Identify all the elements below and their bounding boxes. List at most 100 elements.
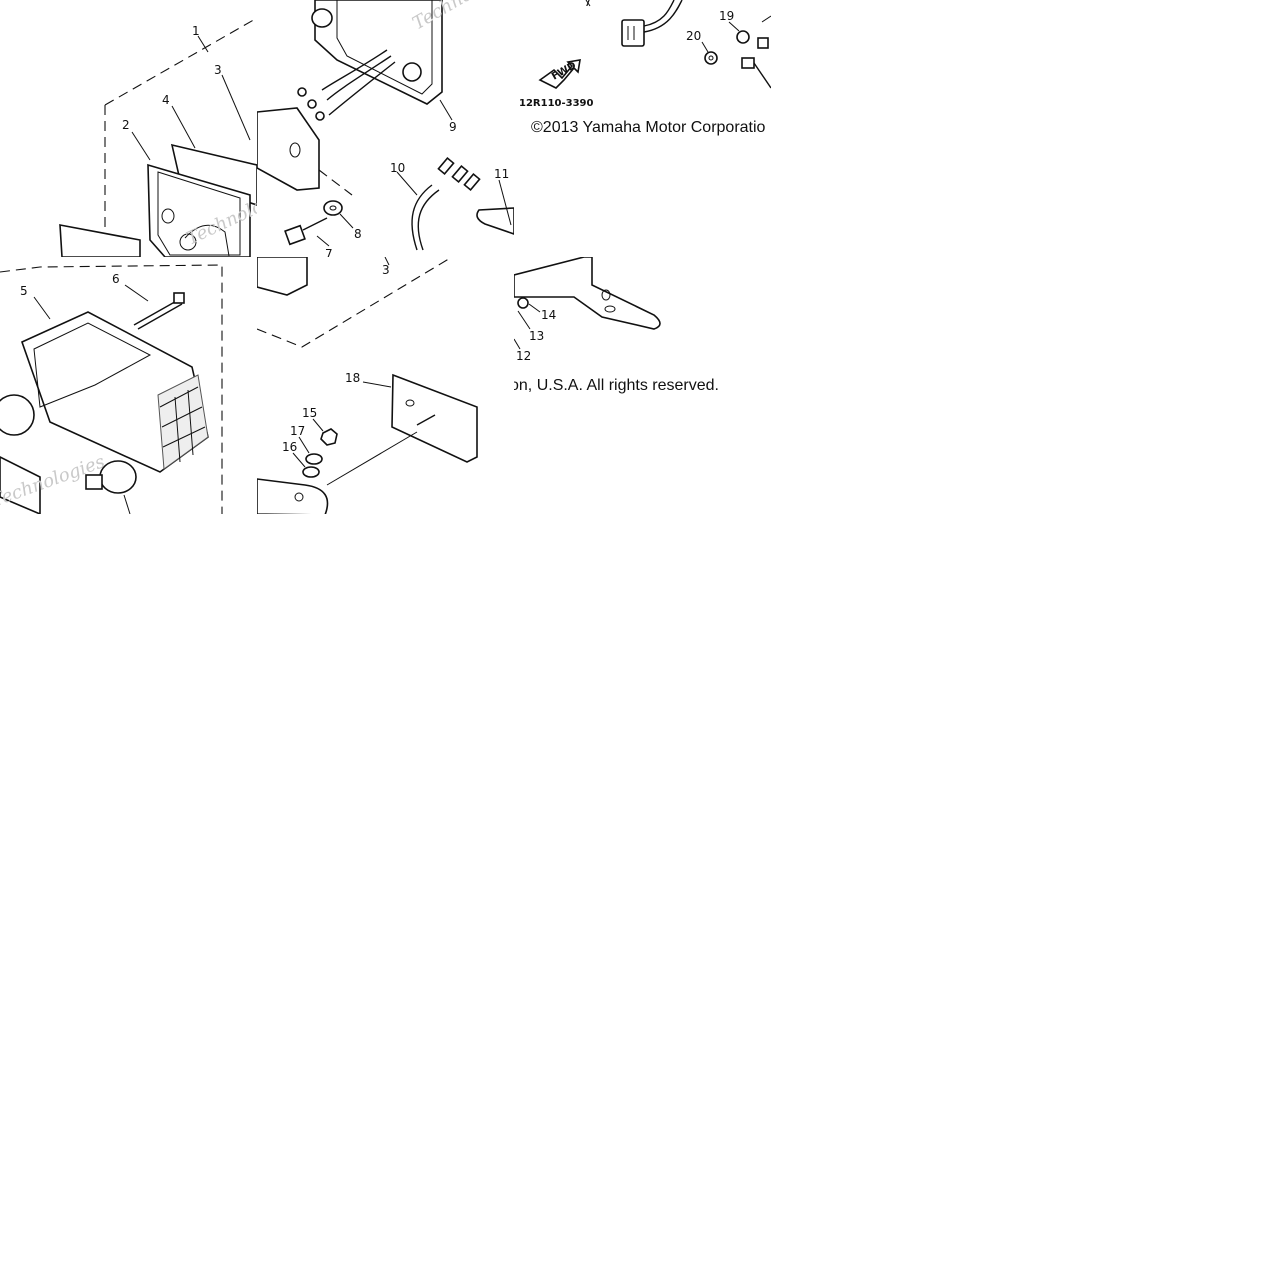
connector-c (463, 172, 481, 192)
assembly-line (326, 431, 418, 486)
leader-14 (528, 303, 541, 313)
boss-right (402, 62, 422, 82)
label-8: 8 (354, 227, 362, 241)
assembly-boundary (257, 257, 453, 348)
assembly-boundary (0, 264, 223, 514)
tile-bottom-middle: 3 18 15 17 16 (257, 257, 514, 514)
connector-wire-2 (643, 0, 683, 33)
leader-18 (362, 381, 392, 388)
bracket-edge (761, 15, 771, 23)
diagram-lamp-body: 5 6 Technologies (0, 264, 223, 514)
label-11: 11 (494, 167, 509, 181)
label-5: 5 (20, 284, 28, 298)
grommet-14 (517, 297, 529, 309)
label-2: 2 (122, 118, 130, 132)
nut-20 (704, 51, 718, 65)
washer-16 (302, 466, 320, 478)
lens-cover (157, 374, 209, 470)
leader-12 (514, 338, 521, 350)
tile-bottom-left: 5 6 Technologies (0, 257, 257, 514)
leader-19 (728, 21, 740, 32)
leader-3 (384, 257, 390, 266)
leader-bulb (123, 494, 131, 514)
terminal-3 (315, 111, 325, 121)
washer-hole (329, 205, 337, 211)
lens-grid-3 (162, 426, 206, 448)
lens-grid-1 (159, 386, 199, 408)
leader-1 (197, 35, 209, 53)
leader-5 (33, 296, 51, 320)
leader-4 (171, 105, 196, 149)
lens-grid-2 (161, 406, 203, 428)
wire-3 (328, 61, 396, 116)
assembly-boundary-top (104, 17, 257, 106)
fwd-arrow-icon (538, 59, 581, 89)
lamp-opening (33, 322, 152, 408)
reflector-hole (405, 399, 415, 407)
label-17: 17 (290, 424, 305, 438)
assembly-boundary (318, 169, 353, 196)
harness-10 (411, 184, 433, 251)
copyright-notice-continued: on, U.S.A. All rights reserved. (514, 377, 719, 394)
label-20: 20 (686, 29, 701, 43)
wire-1 (321, 49, 388, 91)
bolt-head (284, 224, 306, 246)
label-13: 13 (529, 329, 544, 343)
tile-top-left: 1 3 4 2 Technologies (0, 0, 257, 257)
lens-frame-inner (157, 171, 241, 256)
leader-3 (221, 74, 251, 141)
diagram-housing: 9 10 11 7 8 Technologies (257, 0, 514, 257)
label-7: 7 (325, 247, 333, 257)
bolt-20 (741, 57, 755, 69)
washer (323, 200, 343, 216)
bolt-20-shank (753, 62, 771, 89)
copyright-notice: ©2013 Yamaha Motor Corporatio (531, 119, 766, 136)
license-bracket (514, 257, 661, 330)
harness-10b (417, 189, 440, 251)
bulb-icon (0, 394, 35, 436)
bulb-base (85, 474, 103, 490)
label-3: 3 (214, 63, 222, 77)
leader-20 (701, 41, 709, 53)
bracket-11 (476, 207, 514, 235)
diagram-code: 12R110-3390 (519, 98, 594, 109)
bolt-6 (133, 298, 181, 326)
leader-9 (439, 99, 453, 121)
label-1: 1 (192, 24, 200, 38)
bolt-6b (137, 303, 183, 330)
diagram-plate-hardware: 3 18 15 17 16 (257, 257, 478, 514)
mount-hole (289, 142, 301, 158)
diagram-tail-lens: 1 3 4 2 Technologies (59, 17, 257, 257)
connector (621, 19, 645, 47)
washer-17 (305, 453, 323, 465)
connector-wire (643, 0, 675, 27)
lens-frame (147, 163, 251, 257)
reflector-stud (416, 414, 436, 426)
label-7-top: 7 (584, 0, 592, 9)
label-6: 6 (112, 272, 120, 286)
mount-plate (257, 107, 320, 191)
tile-top-middle: 9 10 11 7 8 Technologies (257, 0, 514, 257)
nut-15 (320, 428, 338, 446)
leader-15 (312, 418, 324, 432)
wire-2 (326, 55, 392, 101)
lens-grid-5 (187, 389, 194, 456)
bolt-6-head (173, 292, 185, 304)
terminal-1 (297, 87, 307, 97)
label-19: 19 (719, 9, 734, 23)
mount-stay (257, 478, 329, 514)
reflector-18 (391, 373, 478, 463)
nut-19 (736, 30, 750, 44)
leader-17 (298, 436, 310, 454)
leader-13 (517, 310, 531, 330)
lens-grid-4 (174, 396, 181, 463)
leader-7-top (585, 0, 591, 7)
label-12: 12 (516, 349, 531, 363)
stay-hole (294, 492, 304, 502)
nut-extra (757, 37, 769, 49)
bulb-icon (179, 233, 197, 251)
label-14: 14 (541, 308, 556, 322)
tail-housing-inner (336, 0, 433, 95)
nut-20-hole (708, 55, 714, 61)
boss-left (311, 8, 333, 28)
